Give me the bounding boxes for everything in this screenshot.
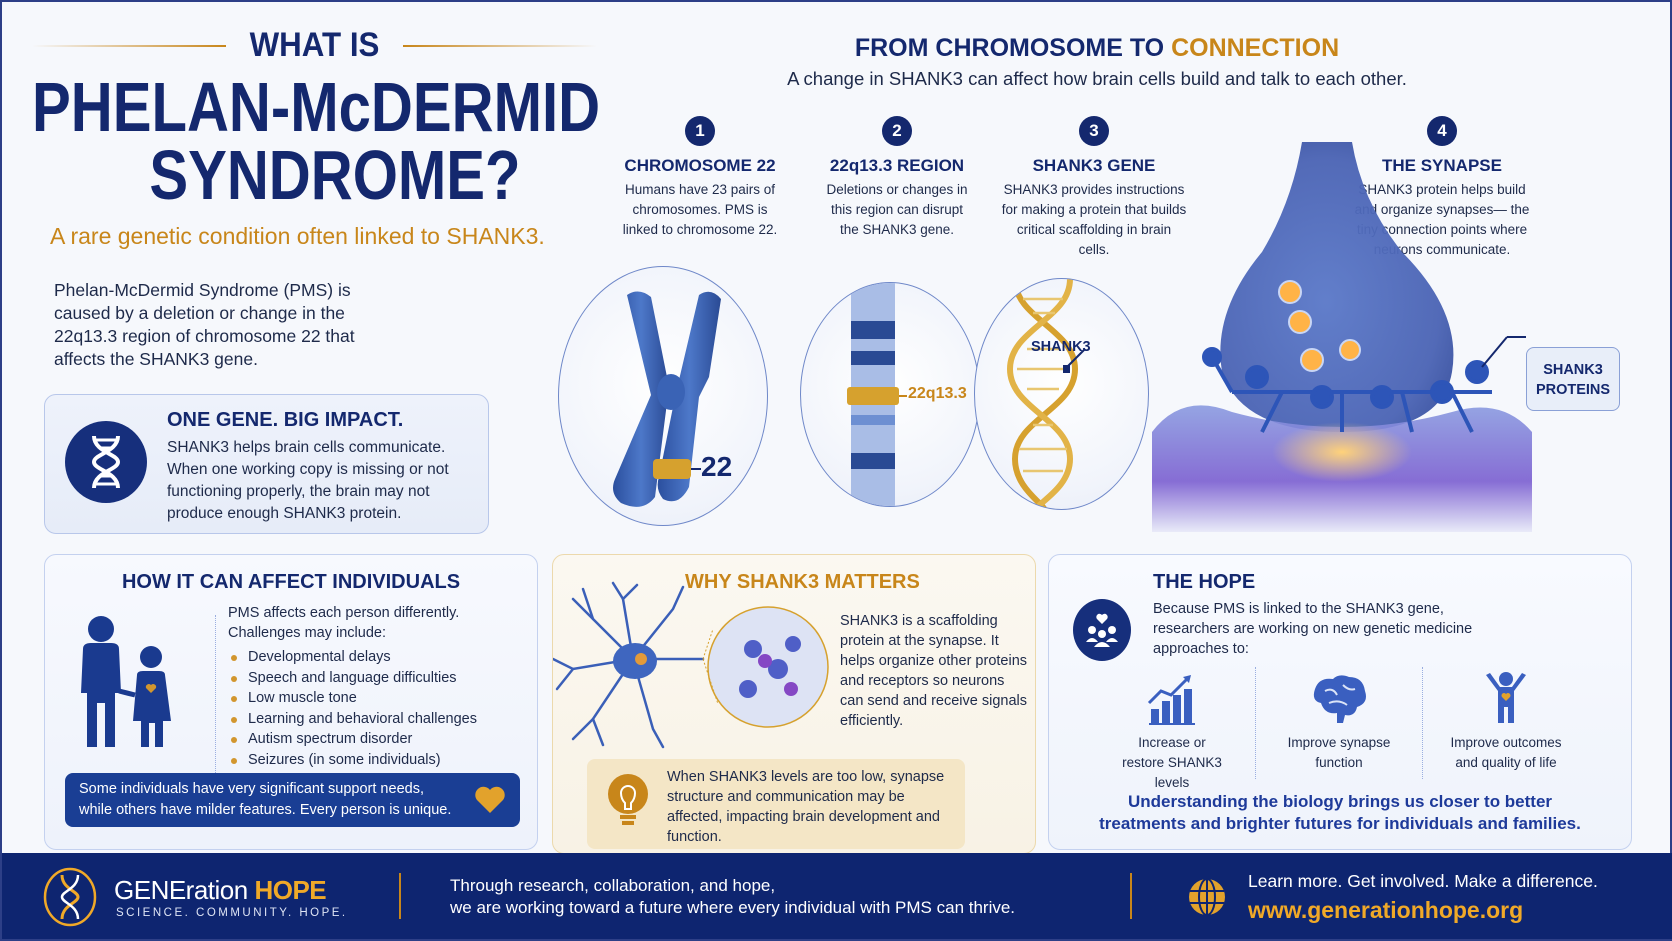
dna-helix-icon [1006, 279, 1086, 509]
card-title: ONE GENE. BIG IMPACT. [167, 409, 404, 431]
hero: WHAT IS PHELAN-McDERMID SYNDROME? A rare… [32, 26, 632, 250]
step-synapse: 4 THE SYNAPSE SHANK3 protein helps build… [1342, 116, 1542, 260]
mission-line: Through research, collaboration, and hop… [450, 876, 776, 895]
website-link[interactable]: www.generationhope.org [1248, 897, 1524, 923]
step-number: 1 [685, 116, 715, 146]
lightbulb-icon [608, 774, 648, 825]
page-title: PHELAN-McDERMID SYNDROME? [32, 72, 600, 214]
what-is-row: WHAT IS [32, 26, 598, 65]
flow-title-accent: CONNECTION [1171, 34, 1340, 62]
step-body: Humans have 23 pairs of chromosomes. PMS… [622, 182, 778, 237]
brain-icon [1313, 675, 1366, 723]
vertical-divider [215, 615, 216, 775]
support-text: Some individuals have very significant s… [79, 781, 452, 818]
footer-divider [1130, 873, 1132, 919]
brand-part: GENEration [114, 875, 255, 905]
intro-text: Phelan-McDermid Syndrome (PMS) is caused… [54, 280, 355, 369]
step-number: 2 [882, 116, 912, 146]
affect-card: HOW IT CAN AFFECT INDIVIDUALS PMS affect… [44, 554, 538, 850]
region-label: 22q13.3 [908, 385, 967, 402]
list-item: Learning and behavioral challenges [231, 709, 477, 730]
chromosome-label: 22 [701, 451, 733, 482]
callout-line: PROTEINS [1535, 382, 1611, 398]
why-body: SHANK3 is a scaffolding protein at the s… [840, 613, 1028, 729]
parent-child-icon [81, 616, 171, 747]
tip-box: When SHANK3 levels are too low, synapse … [587, 759, 965, 849]
step-body: Deletions or changes in this region can … [826, 182, 968, 237]
goal-label: Increase or restore SHANK3 levels [1122, 735, 1222, 790]
globe-icon [1189, 878, 1225, 916]
list-item: Low muscle tone [231, 688, 477, 709]
mission-statement: Through research, collaboration, and hop… [450, 875, 1015, 919]
goal-item: Increase or restore SHANK3 levels [1089, 667, 1255, 790]
dna-icon [65, 421, 147, 503]
step-chromosome: 1 CHROMOSOME 22 Humans have 23 pairs of … [600, 116, 800, 240]
chromosome-icon [613, 291, 721, 507]
flow-subtitle: A change in SHANK3 can affect how brain … [787, 68, 1407, 89]
card-title: THE HOPE [1153, 571, 1256, 593]
list-item: Speech and language difficulties [231, 668, 477, 689]
list-item: Autism spectrum disorder [231, 729, 477, 750]
goal-label: Improve synapse function [1287, 735, 1391, 770]
card-title: WHY SHANK3 MATTERS [685, 571, 920, 593]
person-heart-icon [1486, 672, 1526, 723]
step-region: 2 22q13.3 REGION Deletions or changes in… [797, 116, 997, 240]
support-banner: Some individuals have very significant s… [65, 773, 520, 827]
brand-name: GENEration HOPE [114, 875, 327, 906]
neuron-illustration [553, 581, 829, 749]
tip-text: When SHANK3 levels are too low, synapse … [667, 769, 945, 845]
mission-line: we are working toward a future where eve… [450, 898, 1016, 917]
step-number: 4 [1427, 116, 1457, 146]
card-title: HOW IT CAN AFFECT INDIVIDUALS [121, 571, 461, 593]
chromosome-band-icon [847, 283, 907, 506]
shank3-proteins-callout: SHANK3 PROTEINS [1526, 347, 1620, 411]
one-gene-card: ONE GENE. BIG IMPACT. SHANK3 helps brain… [44, 394, 489, 534]
hope-closing: Understanding the biology brings us clos… [1099, 792, 1581, 833]
chromosome-illustration: 22 [558, 266, 768, 526]
generation-hope-logo-icon [43, 867, 97, 927]
flow-title: FROM CHROMOSOME TO CONNECTION [562, 34, 1632, 63]
list-item: Developmental delays [231, 647, 477, 668]
card-body: SHANK3 helps brain cells communicate. Wh… [167, 439, 449, 522]
title-line-2: SYNDROME? [149, 136, 521, 214]
step-gene: 3 SHANK3 GENE SHANK3 provides instructio… [994, 116, 1194, 260]
step-number: 3 [1079, 116, 1109, 146]
growth-chart-icon [1147, 675, 1195, 725]
heart-icon [475, 786, 505, 813]
footer: GENEration HOPE SCIENCE. COMMUNITY. HOPE… [2, 853, 1672, 939]
brand-accent: HOPE [254, 875, 327, 905]
hope-card: THE HOPE Because PMS is linked to the SH… [1048, 554, 1632, 850]
title-line-1: PHELAN-McDERMID [32, 68, 601, 146]
step-title: SHANK3 GENE [1032, 156, 1156, 175]
step-title: 22q13.3 REGION [829, 156, 965, 175]
hope-lead: Because PMS is linked to the SHANK3 gene… [1153, 601, 1473, 657]
goals-row: Increase or restore SHANK3 levels Improv… [1089, 667, 1589, 790]
why-card: WHY SHANK3 MATTERS SHANK3 is a scaffoldi… [552, 554, 1036, 854]
flow-title-part: FROM CHROMOSOME TO [854, 34, 1172, 62]
step-title: CHROMOSOME 22 [624, 156, 776, 175]
synapse-illustration [1152, 142, 1532, 532]
list-item: Seizures (in some individuals) [231, 750, 477, 771]
callout-line: SHANK3 [1543, 362, 1603, 378]
family-heart-icon [1073, 599, 1131, 661]
goal-label: Improve outcomes and quality of life [1450, 735, 1562, 770]
step-body: SHANK3 protein helps build and organize … [1354, 182, 1530, 257]
divider-line [403, 44, 598, 47]
step-title: THE SYNAPSE [1382, 156, 1502, 175]
region-illustration: 22q13.3 [800, 282, 980, 507]
goal-item: Improve outcomes and quality of life [1422, 667, 1589, 779]
gene-illustration: SHANK3 [974, 278, 1149, 510]
step-body: SHANK3 provides instructions for making … [1001, 182, 1187, 257]
divider-line [32, 44, 226, 47]
brand-tagline: SCIENCE. COMMUNITY. HOPE. [116, 907, 348, 919]
call-to-action: Learn more. Get involved. Make a differe… [1248, 871, 1598, 891]
gene-label: SHANK3 [1031, 339, 1091, 355]
footer-divider [399, 873, 401, 919]
what-is-label: WHAT IS [249, 26, 380, 64]
challenges-list: Developmental delays Speech and language… [231, 647, 477, 770]
page-subtitle: A rare genetic condition often linked to… [50, 223, 545, 249]
goal-item: Improve synapse function [1255, 667, 1422, 779]
affect-lead: PMS affects each person differently. Cha… [228, 605, 460, 641]
